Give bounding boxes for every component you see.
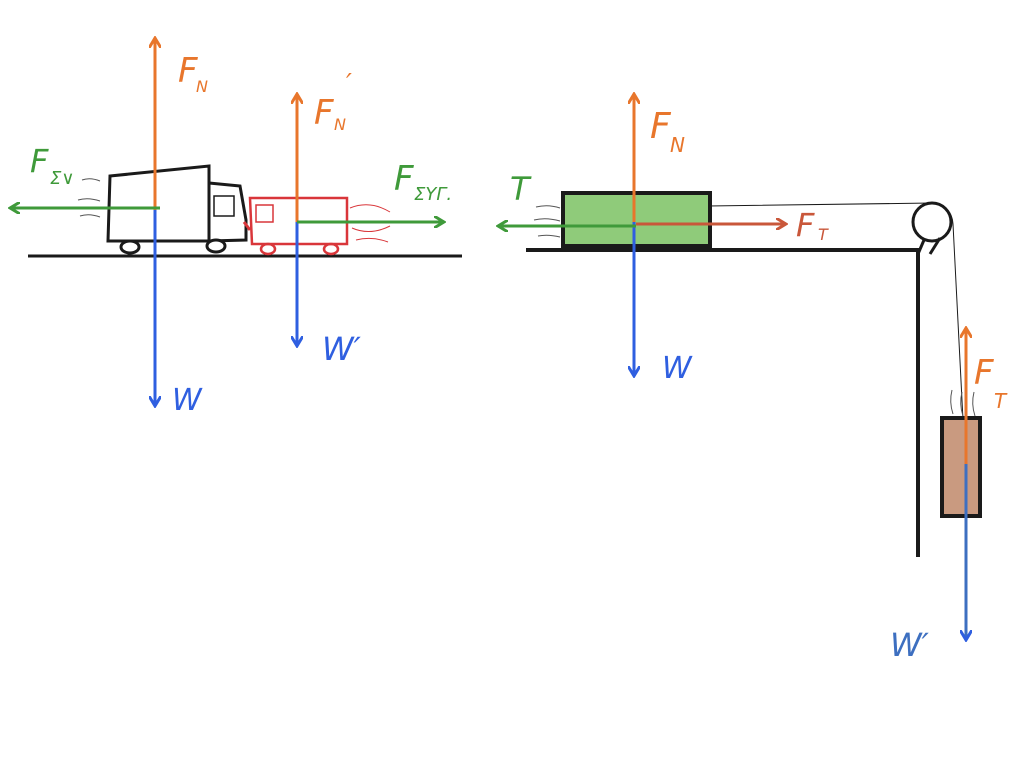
block-normal-label: F [650, 106, 672, 147]
red-car-motion-lines [349, 204, 391, 243]
hanging-tension-sub: T [994, 389, 1008, 413]
truck-motion-lines [77, 178, 101, 218]
block-tension-label: F [796, 206, 815, 244]
left-normal-sub: N [196, 77, 208, 96]
pulley [911, 201, 953, 255]
rope [707, 202, 964, 421]
hanging-weight-label: W′ [890, 626, 930, 664]
left-push-sub: Σ∨ [50, 168, 75, 189]
block-normal-sub: N [670, 133, 685, 157]
red-normal-sub: N [334, 115, 346, 134]
left-scene: F N W F Σ∨ F N ′ W′ F ΣΥΓ. [10, 38, 462, 418]
hanging-block [940, 416, 982, 518]
left-weight-label: W [172, 383, 203, 418]
block-motion-lines [533, 205, 561, 238]
red-weight-label: W′ [322, 330, 362, 368]
black-truck [106, 164, 248, 255]
right-scene: F N W T F T F T W′ [498, 94, 1008, 664]
hanging-tension-label: F [974, 353, 994, 393]
green-block [561, 191, 712, 248]
block-weight-label: W [662, 351, 693, 386]
red-car [242, 196, 349, 256]
red-push-label: F [394, 159, 414, 199]
hanging-block-lines [950, 389, 976, 417]
red-normal-label: F [314, 93, 334, 133]
left-normal-label: F [178, 51, 198, 91]
red-normal-prime: ′ [346, 69, 352, 99]
left-push-label: F [30, 142, 49, 180]
block-tension-sub: T [818, 225, 829, 244]
red-push-sub: ΣΥΓ. [414, 184, 452, 205]
block-friction-label: T [510, 170, 532, 208]
